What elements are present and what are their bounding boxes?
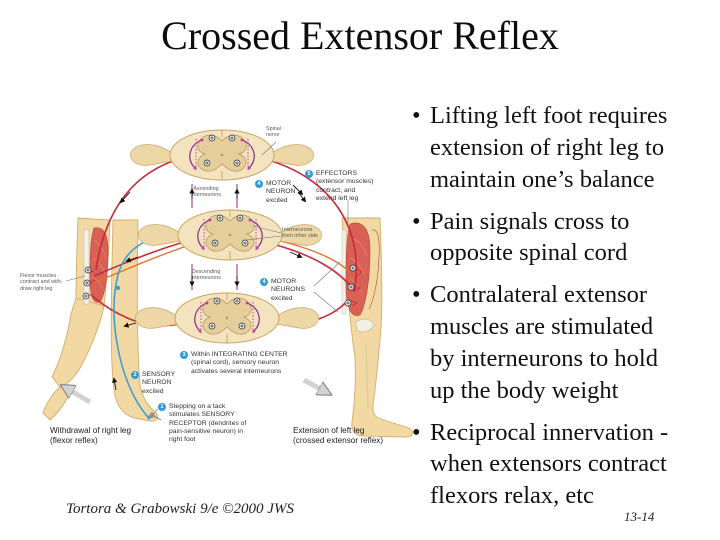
- spinal-cord-section-top: [130, 130, 313, 180]
- leader-lines: [65, 141, 349, 418]
- step-effectors: 5 EFFECTORS (extensor muscles) contract,…: [305, 170, 396, 203]
- descending-interneurons-label: Descending interneurons: [191, 269, 221, 282]
- reflex-diagram-art: [42, 100, 414, 438]
- step-1-badge: 1: [158, 403, 166, 411]
- reflex-diagram: Spinal nerve 5 EFFECTORS (extensor muscl…: [10, 100, 415, 500]
- page-number: 13-14: [624, 509, 655, 524]
- step-integrating-center: 3 Within INTEGRATING CENTER (spinal cord…: [180, 351, 326, 376]
- step-stepping-on-tack: 1 Stepping on a tack stimulates SENSORY …: [158, 403, 279, 444]
- source-credit: Tortora & Grabowski 9/e ©2000 JWS: [66, 501, 294, 517]
- step-motor-neuron-top: 4 MOTOR NEURON excited: [255, 180, 321, 205]
- withdrawal-caption: Withdrawal of right leg (flexor reflex): [50, 426, 131, 445]
- spinal-nerve-label: Spinal nerve: [266, 126, 281, 139]
- movement-arrows: [66, 377, 326, 405]
- extended-left-leg: [341, 217, 414, 438]
- step-sensory-neuron: 2 SENSORY NEURON excited: [131, 371, 190, 396]
- step-3-badge: 3: [180, 351, 188, 359]
- step-4-top-badge: 4: [255, 180, 263, 188]
- bullet-list: Lifting left foot requires extension of …: [406, 100, 718, 522]
- bullet-item-4: Reciprocal innervation - when extensors …: [406, 417, 718, 513]
- step-5-badge: 5: [305, 170, 313, 178]
- flexor-muscles-label: Flexor muscles contract and with- draw r…: [20, 273, 63, 292]
- direction-arrows: [111, 184, 307, 391]
- bullet-item-1: Lifting left foot requires extension of …: [406, 100, 718, 196]
- ascending-interneurons-label: Ascending interneurons: [191, 186, 221, 199]
- interneurons-other-side-label: Interneurons from other side: [282, 227, 318, 240]
- step-motor-neurons-mid: 4 MOTOR NEURONS excited: [260, 278, 326, 303]
- bullet-item-3: Contralateral extensor muscles are stimu…: [406, 279, 718, 406]
- step-2-badge: 2: [131, 371, 139, 379]
- extension-caption: Extension of left leg (crossed extensor …: [293, 426, 384, 445]
- step-4-mid-badge: 4: [260, 278, 268, 286]
- slide-title: Crossed Extensor Reflex: [161, 13, 559, 58]
- bullet-item-2: Pain signals cross to opposite spinal co…: [406, 206, 718, 270]
